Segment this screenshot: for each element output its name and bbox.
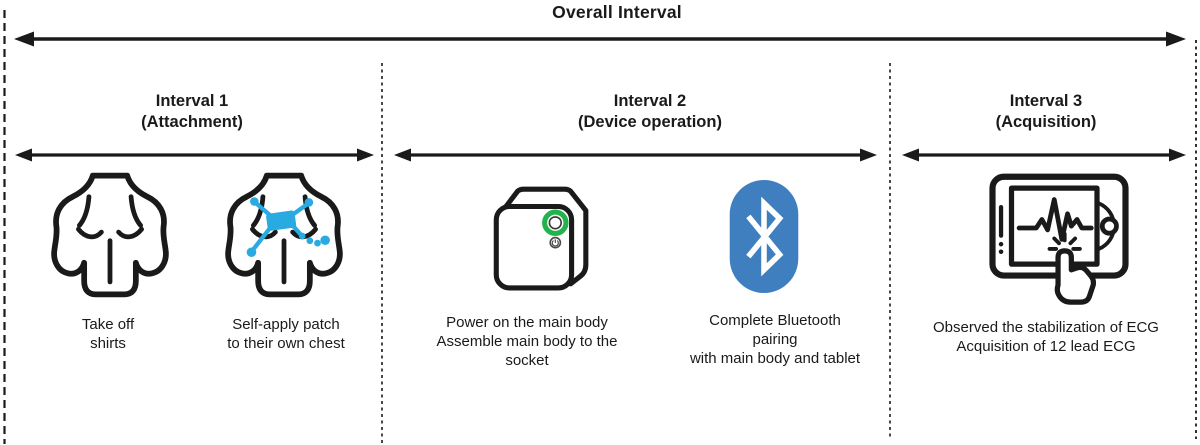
power-symbol-icon	[549, 236, 562, 249]
shoulder-line-left	[250, 194, 266, 228]
diagram-title: Overall Interval	[552, 2, 682, 22]
shoulder-line-left	[76, 194, 92, 228]
interval-1-arrow	[15, 148, 374, 162]
tapping-finger	[1054, 248, 1097, 305]
interval-3-header: Interval 3 (Acquisition)	[946, 91, 1146, 132]
interval-2-subtitle: (Device operation)	[578, 112, 722, 131]
ecg-patch-body	[266, 210, 297, 231]
side-dot-1	[998, 241, 1004, 247]
ecg-waveform	[1016, 197, 1094, 242]
bluetooth-icon	[729, 180, 799, 293]
step-caption-bluetooth-pairing: Complete Bluetooth pairing with main bod…	[689, 312, 861, 368]
main-body-device-icon	[493, 186, 589, 291]
pec-line-left	[76, 226, 104, 240]
power-button-center	[548, 216, 563, 230]
interval-1-subtitle: (Attachment)	[141, 112, 243, 131]
interval-3-subtitle: (Acquisition)	[995, 112, 1097, 131]
ecg-patch-leads	[251, 201, 310, 252]
interval-2-title: Interval 2	[613, 92, 687, 110]
interval-3-title: Interval 3	[1009, 92, 1083, 110]
interval-3-arrow	[902, 148, 1186, 162]
interval-2-header: Interval 2 (Device operation)	[540, 91, 760, 132]
home-button	[1099, 216, 1119, 236]
step-caption-take-off-shirts: Take off shirts	[81, 316, 135, 353]
pec-line-right	[116, 226, 144, 240]
step-caption-power-on: Power on the main body Assemble main bod…	[436, 314, 618, 370]
interval-2-arrow	[394, 148, 877, 162]
ecg-patch-electrodes	[246, 197, 330, 258]
torso-outline	[51, 172, 169, 298]
tablet-ecg-icon	[989, 173, 1129, 305]
step-caption-self-apply-patch: Self-apply patch to their own chest	[227, 316, 345, 353]
interval-1-title: Interval 1	[155, 92, 229, 110]
shoulder-line-right	[128, 194, 144, 228]
interval-1-header: Interval 1 (Attachment)	[92, 91, 292, 132]
torso-with-patch-icon	[225, 172, 343, 298]
overall-interval-arrow	[14, 31, 1186, 47]
bare-torso-icon	[51, 172, 169, 298]
tap-burst	[1047, 231, 1082, 251]
step-caption-ecg-acquisition: Observed the stabilization of ECG Acquis…	[933, 319, 1159, 356]
shoulder-line-right	[302, 194, 318, 228]
bluetooth-rune	[746, 196, 784, 277]
side-dot-2	[998, 249, 1004, 255]
